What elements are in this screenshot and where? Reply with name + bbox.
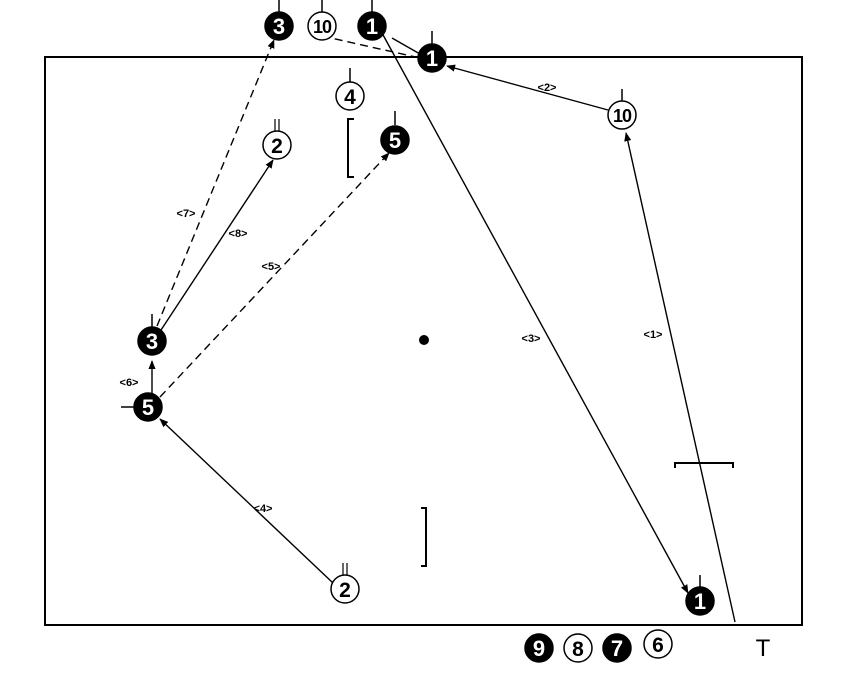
player-2-upper: 2 (262, 119, 292, 160)
player-number: 1 (366, 14, 378, 39)
move-line-2 (446, 64, 609, 111)
center-spot (419, 335, 429, 345)
sequence-label: <6> (120, 377, 139, 389)
player-1-goal-line: 1 (417, 31, 447, 73)
move-line-7 (156, 39, 275, 327)
move-line-9 (321, 35, 421, 59)
player-5-upper: 5 (380, 111, 410, 155)
player-number: 10 (313, 17, 332, 37)
player-number: 2 (339, 579, 351, 602)
bench-player-8: 8 (563, 633, 593, 663)
player-number: 5 (389, 128, 401, 153)
cone-bracket-right (674, 462, 734, 468)
player-3-left: 3 (137, 314, 167, 356)
player-number: 7 (611, 636, 623, 661)
cone-bracket-upper (347, 118, 354, 178)
sequence-label: <8> (229, 228, 248, 240)
player-10-right: 10 (607, 89, 637, 130)
sequence-label: <3> (522, 333, 541, 345)
players: 3 10 1 1 4 10 (121, 0, 715, 616)
move-line-5 (159, 152, 390, 398)
player-number: 8 (572, 638, 584, 661)
player-10-top: 10 (307, 0, 337, 41)
movement-lines (148, 32, 736, 623)
sequence-label: <4> (254, 503, 273, 515)
bench-player-6: 6 (643, 629, 673, 659)
player-number: 1 (426, 46, 438, 71)
sequence-label: <1> (644, 329, 663, 341)
coach-marker: T (756, 635, 771, 662)
move-line-1 (624, 132, 736, 623)
move-line-8 (160, 159, 274, 331)
sequence-label: <7> (177, 208, 196, 220)
player-number: 5 (142, 395, 154, 420)
sequence-label: <5> (262, 261, 281, 273)
player-1-bottom: 1 (685, 575, 715, 616)
player-4: 4 (335, 68, 365, 111)
cone-bracket-lower (421, 507, 427, 567)
player-number: 2 (271, 135, 283, 158)
bench-players: 9 8 7 6 (524, 629, 673, 663)
player-3-top: 3 (264, 0, 294, 41)
sequence-label: <2> (538, 82, 557, 94)
move-line-3 (381, 32, 689, 594)
player-5-left: 5 (121, 392, 163, 422)
player-number: 4 (344, 86, 356, 109)
move-line-10 (391, 37, 421, 55)
player-number: 3 (146, 329, 158, 354)
bench-player-9: 9 (524, 633, 554, 663)
sequence-labels: <1> <2> <3> <4> <5> <6> <7> <8> (120, 82, 663, 515)
player-2-lower: 2 (330, 563, 360, 604)
player-number: 3 (273, 14, 285, 39)
move-line-4 (159, 418, 334, 584)
bench-player-7: 7 (602, 633, 632, 663)
player-number: 9 (533, 636, 545, 661)
player-number: 6 (652, 634, 664, 657)
player-1-top: 1 (357, 0, 387, 41)
player-number: 10 (613, 106, 632, 126)
player-number: 1 (694, 589, 706, 614)
